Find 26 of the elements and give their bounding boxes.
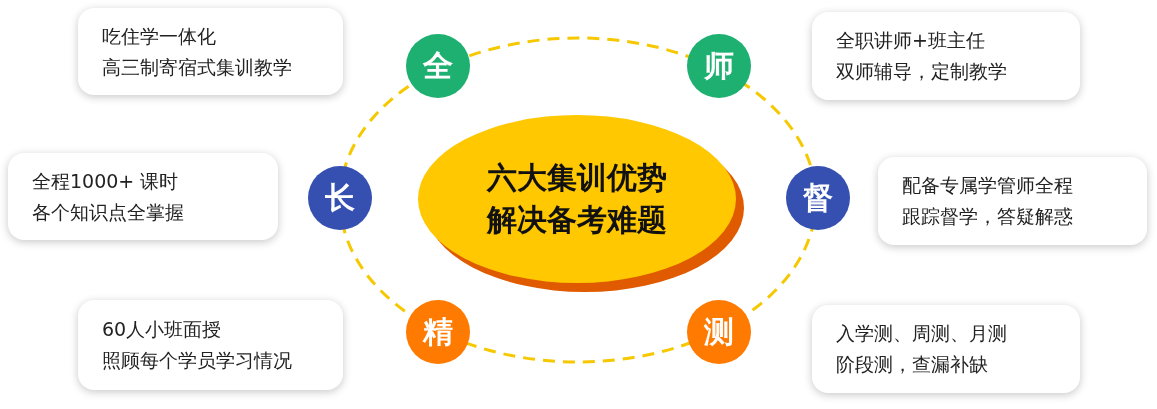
advantage-card	[78, 300, 343, 390]
card-text: 照顾每个学员学习情况	[102, 348, 292, 373]
advantage-card	[8, 153, 278, 240]
card-text: 全程1000+ 课时	[32, 168, 179, 194]
advantage-card	[812, 305, 1080, 393]
advantage-card	[78, 8, 343, 95]
keyword-text: 长	[325, 178, 355, 217]
card-text: 高三制寄宿式集训教学	[102, 54, 292, 80]
card-text: 阶段测，查漏补缺	[836, 352, 988, 377]
advantage-card	[812, 12, 1080, 100]
headline-text: 六大集训优势	[487, 159, 667, 197]
keyword-text: 师	[704, 46, 734, 85]
card-text: 各个知识点全掌握	[32, 199, 184, 225]
headline-text: 解决备考难题	[487, 201, 667, 239]
keyword-text: 督	[803, 178, 833, 217]
card-text: 跟踪督学，答疑解惑	[902, 204, 1073, 229]
card-text: 入学测、周测、月测	[836, 321, 1007, 346]
card-text: 60人小班面授	[102, 317, 222, 342]
keyword-text: 全	[423, 46, 453, 85]
card-text: 全职讲师+班主任	[836, 28, 985, 53]
keyword-text: 精	[423, 312, 453, 351]
advantage-card	[878, 157, 1147, 245]
card-text: 配备专属学管师全程	[902, 173, 1073, 198]
keyword-text: 测	[704, 312, 734, 351]
card-text: 吃住学一体化	[102, 23, 216, 49]
card-text: 双师辅导，定制教学	[836, 59, 1007, 84]
